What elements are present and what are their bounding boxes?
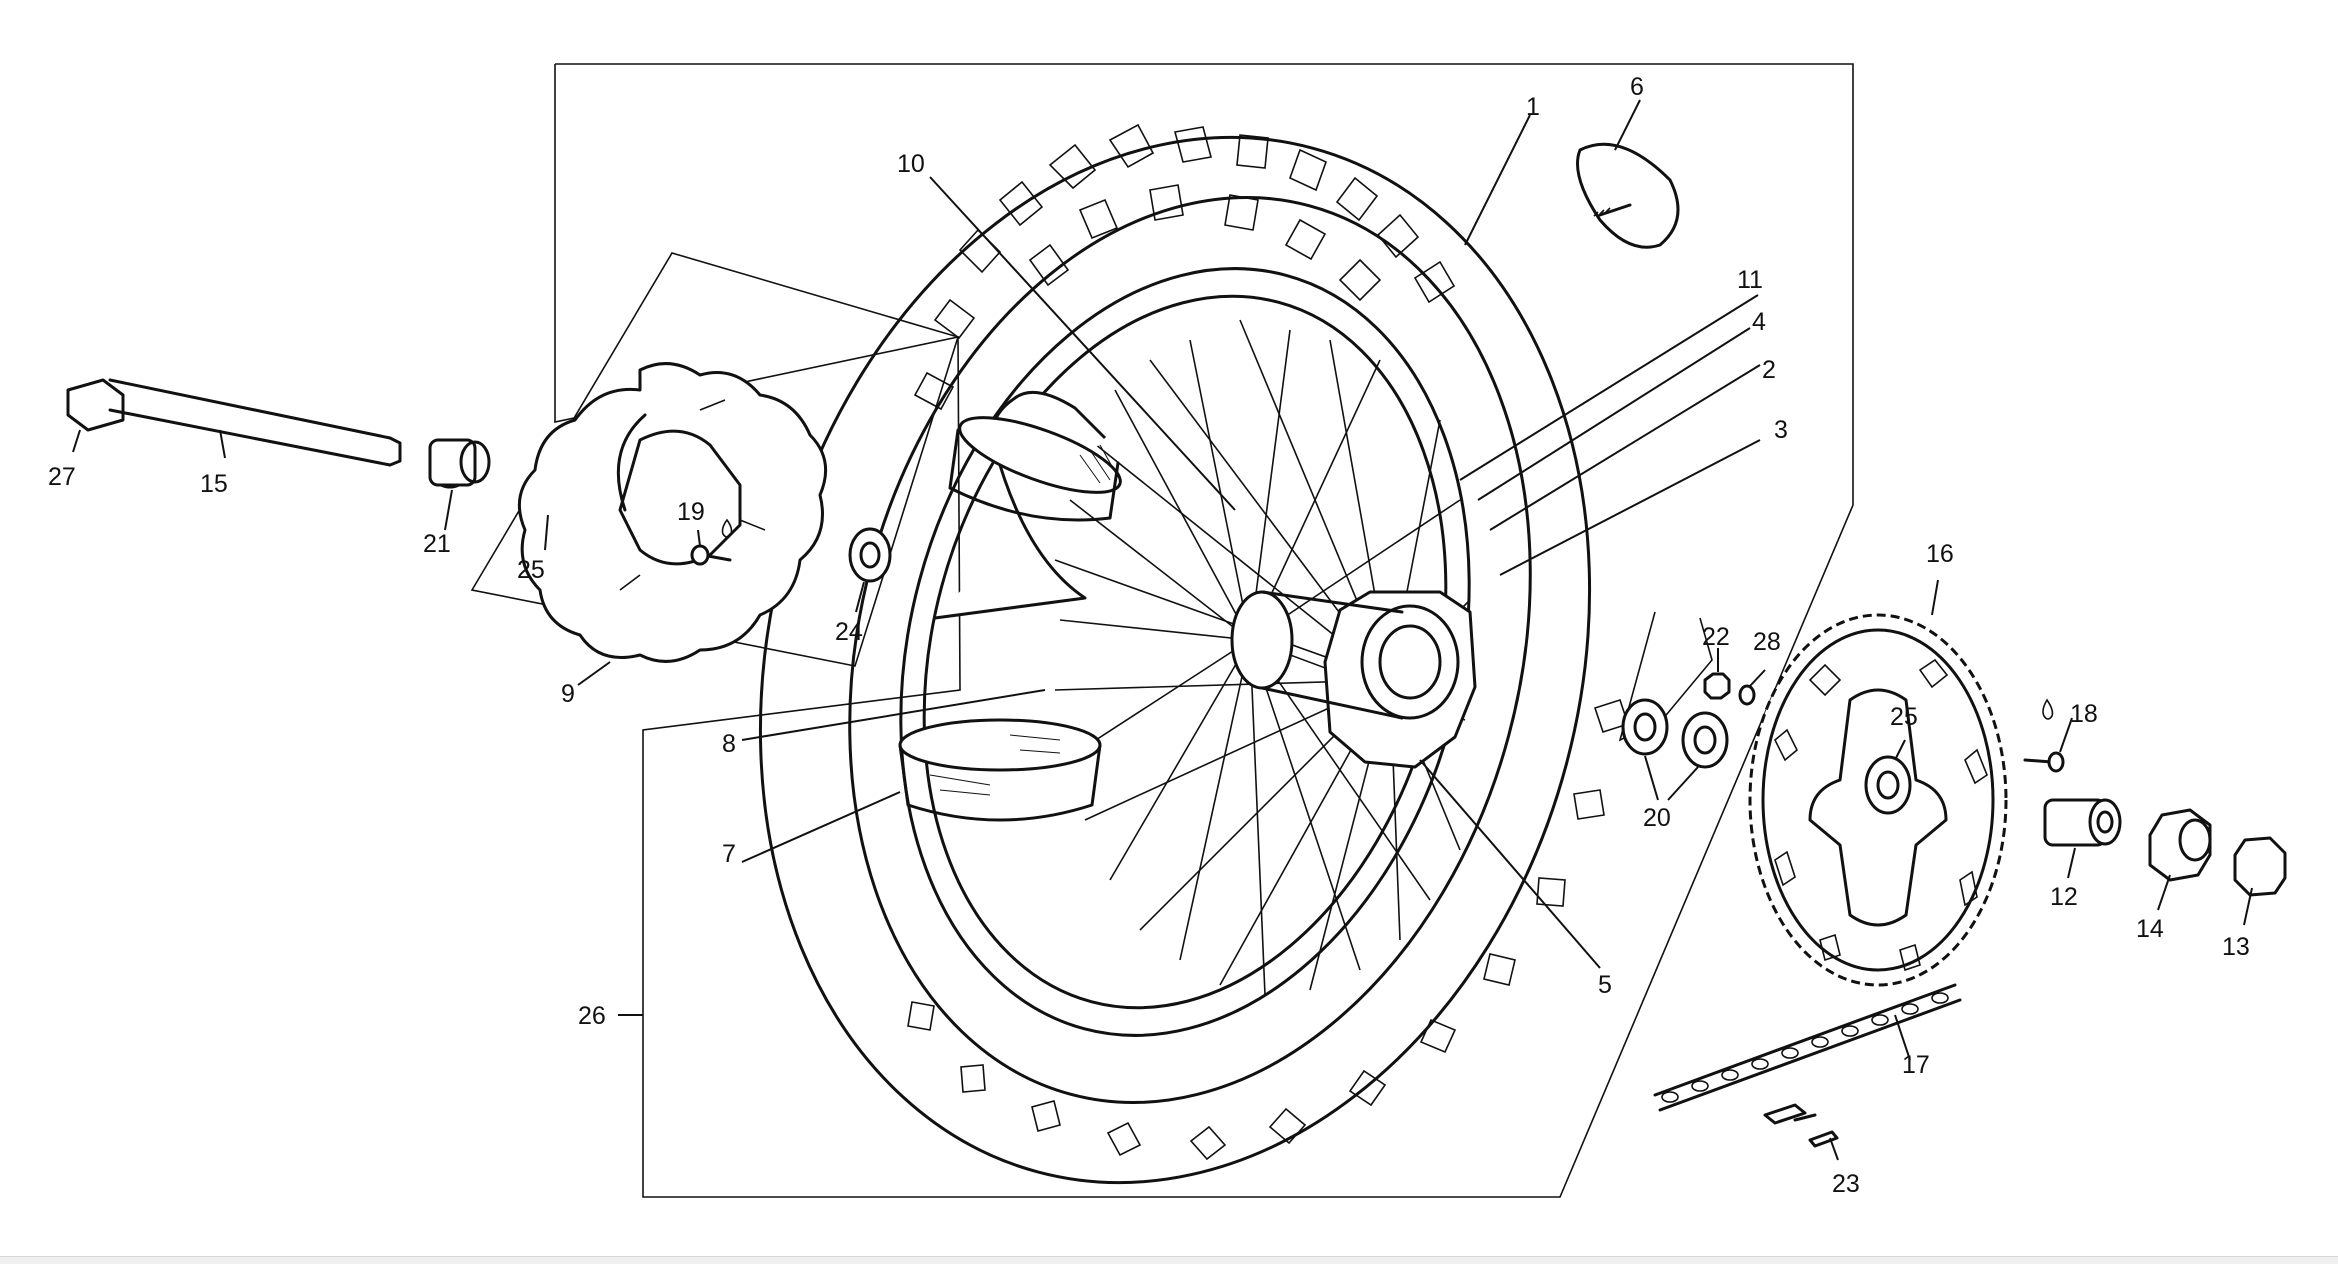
callout-7: 7 [722, 840, 736, 868]
callout-3: 3 [1774, 416, 1788, 444]
callout-2: 2 [1762, 356, 1776, 384]
callout-5: 5 [1598, 971, 1612, 999]
callout-23: 23 [1832, 1170, 1860, 1198]
callout-18: 18 [2070, 700, 2098, 728]
callout-25-right: 25 [1890, 703, 1918, 731]
callout-17: 17 [1902, 1051, 1930, 1079]
callout-labels: 1 2 3 4 5 6 7 8 9 10 11 12 13 14 15 16 1… [48, 73, 2250, 1198]
axle-cap [2233, 836, 2287, 897]
callout-8: 8 [722, 730, 736, 758]
drive-chain [1653, 983, 1962, 1112]
chain-master-link [1763, 1103, 1839, 1148]
leader-lines [72, 99, 2253, 1161]
hub [1230, 590, 1477, 769]
callout-14: 14 [2136, 915, 2164, 943]
callout-24: 24 [835, 618, 863, 646]
brake-disc [517, 362, 828, 663]
bearing-24 [848, 527, 892, 583]
callout-13: 13 [2222, 933, 2250, 961]
callout-12: 12 [2050, 883, 2078, 911]
callout-28: 28 [1753, 628, 1781, 656]
spacer-left [428, 438, 491, 489]
axle-nut [2148, 808, 2212, 882]
callout-10: 10 [897, 150, 925, 178]
spacer-right [2043, 798, 2122, 847]
callout-9: 9 [561, 680, 575, 708]
sprocket-bolt [2023, 698, 2065, 773]
tyre [758, 123, 1630, 1185]
callout-22: 22 [1702, 623, 1730, 651]
callout-6: 6 [1630, 73, 1644, 101]
callout-15: 15 [200, 470, 228, 498]
callout-27: 27 [48, 463, 76, 491]
sprocket-nut [1703, 672, 1731, 700]
bottom-scroll-strip [0, 1256, 2338, 1264]
inner-tube [934, 390, 1122, 620]
washer-28 [1738, 684, 1756, 706]
callout-20: 20 [1643, 804, 1671, 832]
wheel-assembly-frame [554, 63, 1854, 1198]
callout-16: 16 [1926, 540, 1954, 568]
callout-25-left: 25 [517, 556, 545, 584]
callout-26: 26 [578, 1002, 606, 1030]
valve-cap [1576, 142, 1680, 249]
axle [66, 378, 402, 467]
wheel-bearings [1621, 698, 1729, 769]
callout-21: 21 [423, 530, 451, 558]
callout-1: 1 [1526, 93, 1540, 121]
rim-tape [898, 718, 1102, 822]
callout-11: 11 [1737, 266, 1763, 294]
sprocket [1748, 613, 2008, 987]
callout-19: 19 [677, 498, 705, 526]
callout-4: 4 [1752, 308, 1766, 336]
